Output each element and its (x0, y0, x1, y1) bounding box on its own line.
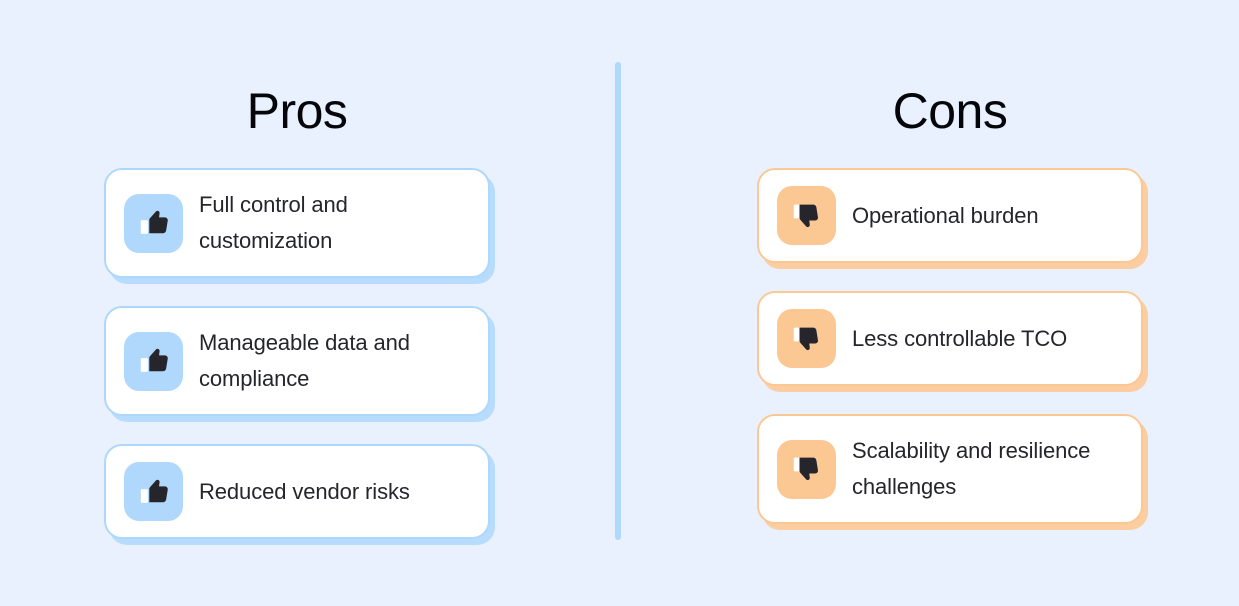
list-item-label: Manageable data and compliance (199, 330, 410, 391)
list-item-label: Operational burden (852, 202, 1039, 228)
list-item-label: Full control and customization (199, 192, 348, 253)
thumbs-up-icon (124, 331, 183, 391)
list-item-label: Scalability and resilience challenges (852, 438, 1091, 499)
column-divider (615, 62, 621, 540)
thumbs-up-icon (124, 193, 183, 253)
thumbs-down-icon (777, 186, 836, 245)
thumbs-up-icon (124, 462, 183, 521)
list-item[interactable]: Scalability and resilience challenges (757, 414, 1143, 524)
list-item[interactable]: Reduced vendor risks (104, 444, 490, 539)
list-item-label: Reduced vendor risks (199, 478, 410, 504)
thumbs-down-icon (777, 439, 836, 499)
list-item[interactable]: Manageable data and compliance (104, 306, 490, 416)
list-item[interactable]: Operational burden (757, 168, 1143, 263)
cons-column: Cons Operational burden (757, 0, 1143, 524)
list-item[interactable]: Full control and customization (104, 168, 490, 278)
list-item[interactable]: Less controllable TCO (757, 291, 1143, 386)
cons-card-list: Operational burden Less controllable TCO (757, 168, 1143, 524)
cons-column-title: Cons (892, 83, 1008, 139)
pros-column: Pros Full control and customization (104, 0, 490, 539)
thumbs-down-icon (777, 309, 836, 368)
list-item-label: Less controllable TCO (852, 325, 1068, 351)
pros-column-title: Pros (246, 83, 348, 139)
pros-card-list: Full control and customization Manageabl… (104, 168, 490, 539)
